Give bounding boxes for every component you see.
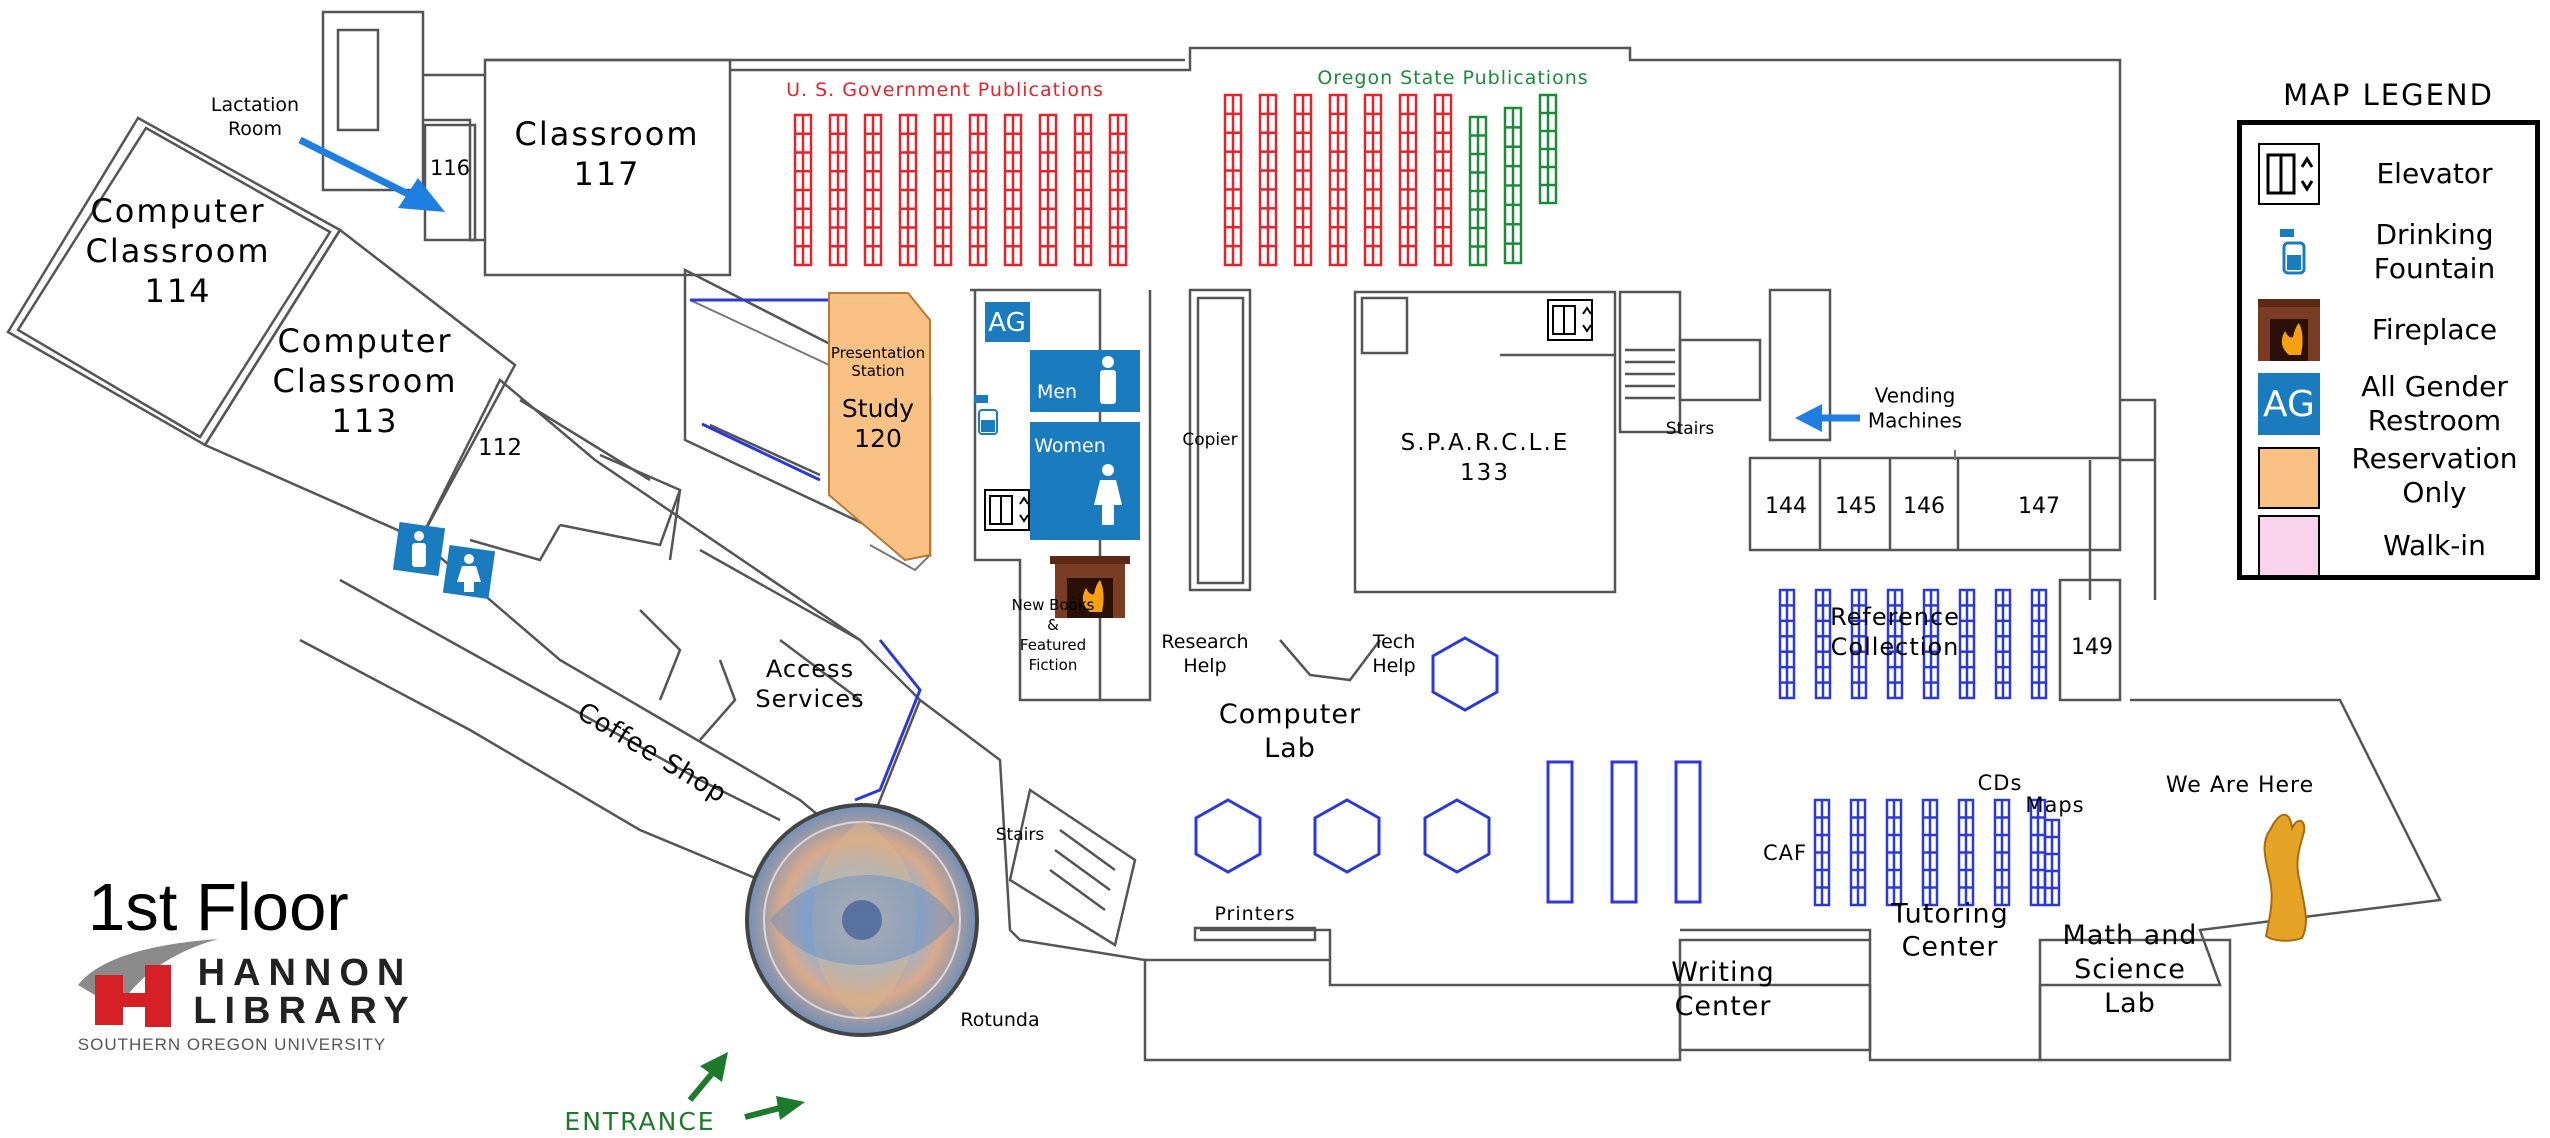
ag-label: AG <box>988 308 1025 338</box>
accent-walls <box>690 298 922 802</box>
tech-help-table <box>1431 636 1499 712</box>
logo-subtitle: SOUTHERN OREGON UNIVERSITY <box>78 1035 386 1054</box>
men-label: Men <box>1037 381 1077 403</box>
entrance-label: ENTRANCE <box>564 1107 715 1136</box>
oregon-pubs-shelving <box>1468 93 1558 267</box>
room-147-label: 147 <box>2018 494 2060 519</box>
legend-label: Drinking Fountain <box>2373 218 2496 285</box>
we-are-here-marker <box>2263 813 2307 942</box>
legend-item-fountain: Drinking Fountain <box>2252 217 2537 287</box>
legend-item-reservation: Reservation Only <box>2252 441 2537 511</box>
room-149-label: 149 <box>2071 635 2113 660</box>
computer-table <box>1423 798 1491 874</box>
room-112-label: 112 <box>478 435 522 461</box>
logo-name: HANNON <box>198 952 413 994</box>
elevator-icon <box>984 489 1030 531</box>
fireplace-icon <box>2258 299 2320 361</box>
women-label: Women <box>1034 435 1106 457</box>
room-145-label: 145 <box>1835 494 1877 519</box>
study-tables <box>1194 636 1702 904</box>
oregon-pubs-label: Oregon State Publications <box>1317 67 1588 89</box>
restroom-person-icons <box>412 356 1122 592</box>
legend-title: MAP LEGEND <box>2283 78 2494 112</box>
stairs-upper-label: Stairs <box>1666 419 1715 439</box>
legend-label: Elevator <box>2376 157 2493 191</box>
drinking-fountain-icon <box>2258 221 2320 283</box>
legend-label: Walk-in <box>2383 529 2486 563</box>
fireplace-icon <box>1050 556 1130 618</box>
gov-pubs-label: U. S. Government Publications <box>786 79 1104 101</box>
legend-item-fireplace: Fireplace <box>2252 295 2537 365</box>
building-walls <box>6 10 2442 1062</box>
cds-label: CDs <box>1978 771 2023 795</box>
room-116-label: 116 <box>430 156 470 180</box>
ag-icon: AG <box>2258 373 2320 435</box>
legend-item-ag: AG All Gender Restroom <box>2252 369 2537 439</box>
elevator-icon <box>1547 299 1593 341</box>
mens-restroom[interactable] <box>1030 350 1140 412</box>
legend-label: Fireplace <box>2371 313 2498 347</box>
lactation-arrow <box>298 136 445 212</box>
computer-table <box>1313 798 1381 874</box>
legend-label: All Gender Restroom <box>2361 370 2508 437</box>
legend-item-elevator: Elevator <box>2252 139 2537 209</box>
we-are-here-label: We Are Here <box>2166 773 2314 798</box>
copier-label: Copier <box>1182 430 1237 450</box>
reservation-swatch <box>2258 447 2320 509</box>
computer-table <box>1194 798 1262 874</box>
logo-name2: LIBRARY <box>193 990 416 1032</box>
study-120-room[interactable] <box>828 292 931 562</box>
caf-label: CAF <box>1763 841 1807 865</box>
womens-restroom[interactable] <box>1030 422 1140 540</box>
walkin-swatch <box>2258 515 2320 577</box>
elevator-icon <box>2258 143 2320 205</box>
gov-pubs-shelving <box>793 93 1453 267</box>
floor-title: 1st Floor <box>88 870 349 945</box>
printers-label: Printers <box>1214 903 1295 925</box>
room-146-label: 146 <box>1903 494 1945 519</box>
maps-label: Maps <box>2025 793 2084 817</box>
reference-shelving <box>1778 588 2048 700</box>
stairs-lower-label: Stairs <box>996 825 1045 845</box>
entrance-arrows <box>687 1052 805 1120</box>
drinking-fountain-icon <box>974 395 998 435</box>
legend-item-walkin: Walk-in <box>2252 511 2537 581</box>
all-gender-restroom[interactable] <box>985 302 1030 342</box>
caf-shelving <box>1813 798 2061 907</box>
rotunda[interactable] <box>745 803 979 1037</box>
vending-arrow <box>1795 404 1860 432</box>
hannon-library-logo: HANNON LIBRARY SOUTHERN OREGON UNIVERSIT… <box>78 939 416 1054</box>
room-144-label: 144 <box>1765 494 1807 519</box>
legend-label: Reservation Only <box>2351 442 2518 509</box>
rotunda-label: Rotunda <box>960 1009 1039 1031</box>
map-legend: Elevator Drinking Fountain Fireplace AG … <box>2237 120 2540 580</box>
